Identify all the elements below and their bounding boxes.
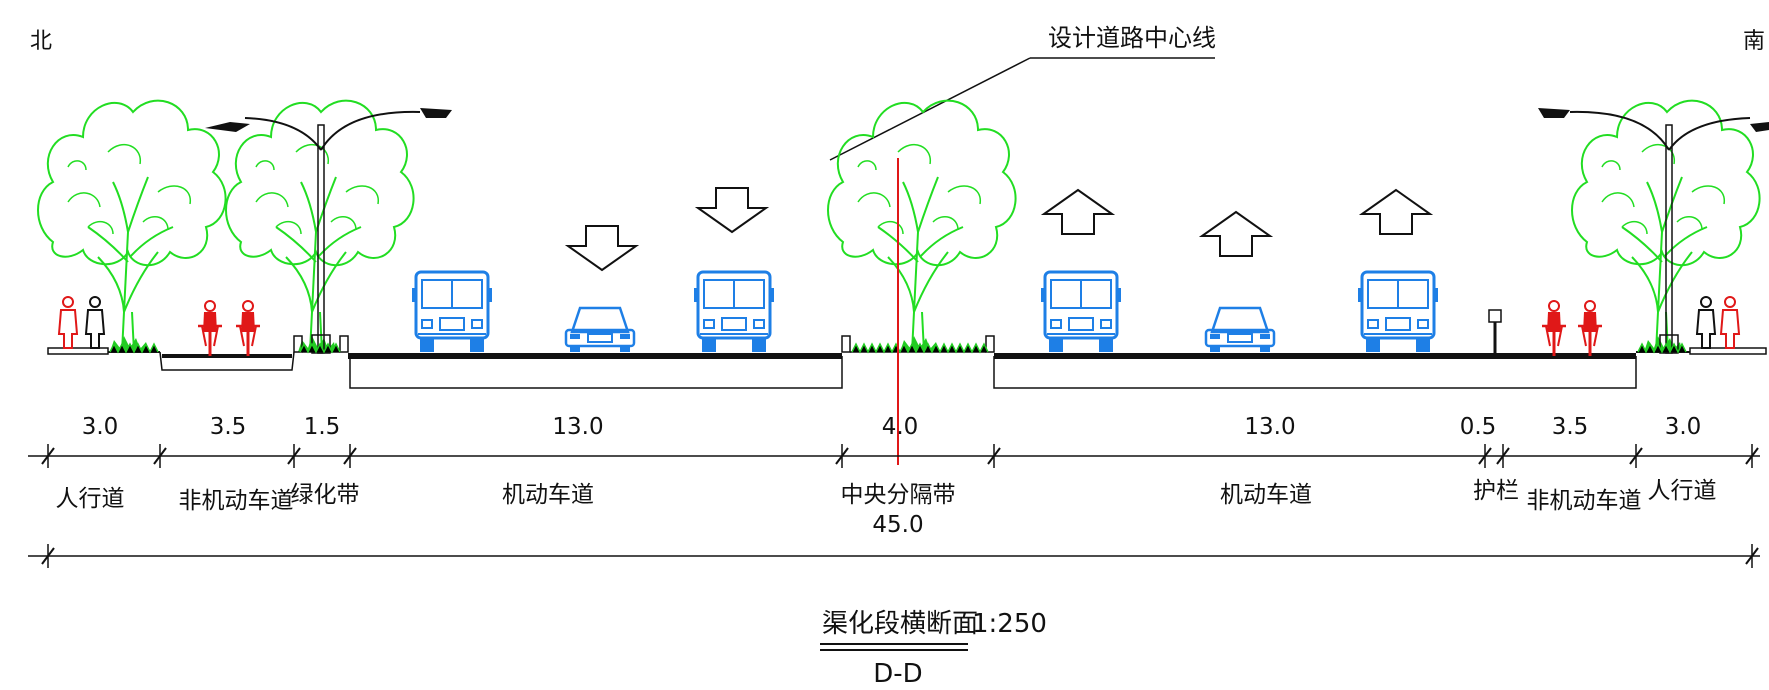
- tree-icon: [37, 99, 227, 353]
- pedestrian-icon: [1720, 296, 1740, 349]
- cyclist-icon: [196, 299, 224, 358]
- arrow-down-icon: [567, 225, 637, 271]
- centerline-leader: [829, 57, 1031, 161]
- segment-width: 3.0: [1665, 414, 1702, 440]
- centerline-label: 设计道路中心线: [1048, 24, 1216, 52]
- tree-icon: [827, 99, 1017, 353]
- cyclist-icon: [1540, 299, 1568, 358]
- segment-width: 3.0: [82, 414, 119, 440]
- segment-name: 机动车道: [1220, 482, 1312, 508]
- drawing-scale: 1:250: [972, 609, 1047, 639]
- drawing-title: 渠化段横断面: [822, 609, 978, 639]
- cyclist-icon: [1576, 299, 1604, 358]
- guardrail-icon: [1488, 309, 1502, 354]
- south-label: 南: [1743, 29, 1765, 54]
- tree-icon: [225, 99, 415, 353]
- total-width: 45.0: [872, 512, 923, 538]
- arrow-up-icon: [1043, 189, 1113, 235]
- segment-name: 中央分隔带: [841, 482, 956, 508]
- pedestrian-icon: [85, 296, 105, 349]
- street-lamp-icon: [1538, 108, 1769, 354]
- segment-name: 非机动车道: [179, 488, 294, 514]
- segment-width: 0.5: [1460, 414, 1497, 440]
- road-profile: [47, 335, 1767, 389]
- north-label: 北: [30, 29, 52, 54]
- segment-width: 1.5: [304, 414, 341, 440]
- segment-name: 机动车道: [502, 482, 594, 508]
- segment-width: 3.5: [210, 414, 247, 440]
- segment-width: 13.0: [552, 414, 603, 440]
- segment-name: 人行道: [56, 486, 125, 512]
- arrow-up-icon: [1201, 211, 1271, 257]
- grass-strip: [109, 342, 1687, 354]
- car-icon: [564, 306, 636, 354]
- segment-name: 护栏: [1473, 478, 1519, 504]
- bus-icon: [1039, 270, 1123, 354]
- street-lamp-icon: [205, 108, 452, 354]
- bus-icon: [1356, 270, 1440, 354]
- segment-width: 13.0: [1244, 414, 1295, 440]
- bus-icon: [692, 270, 776, 354]
- segment-width: 3.5: [1552, 414, 1589, 440]
- bus-icon: [410, 270, 494, 354]
- segment-width: 4.0: [882, 414, 919, 440]
- pedestrian-icon: [1696, 296, 1716, 349]
- segment-name: 人行道: [1648, 478, 1717, 504]
- pedestrian-icon: [58, 296, 78, 349]
- arrow-down-icon: [697, 187, 767, 233]
- cyclist-icon: [234, 299, 262, 358]
- segment-name: 非机动车道: [1527, 488, 1642, 514]
- arrow-up-icon: [1361, 189, 1431, 235]
- segment-name: 绿化带: [291, 482, 360, 508]
- car-icon: [1204, 306, 1276, 354]
- section-id: D-D: [873, 659, 922, 689]
